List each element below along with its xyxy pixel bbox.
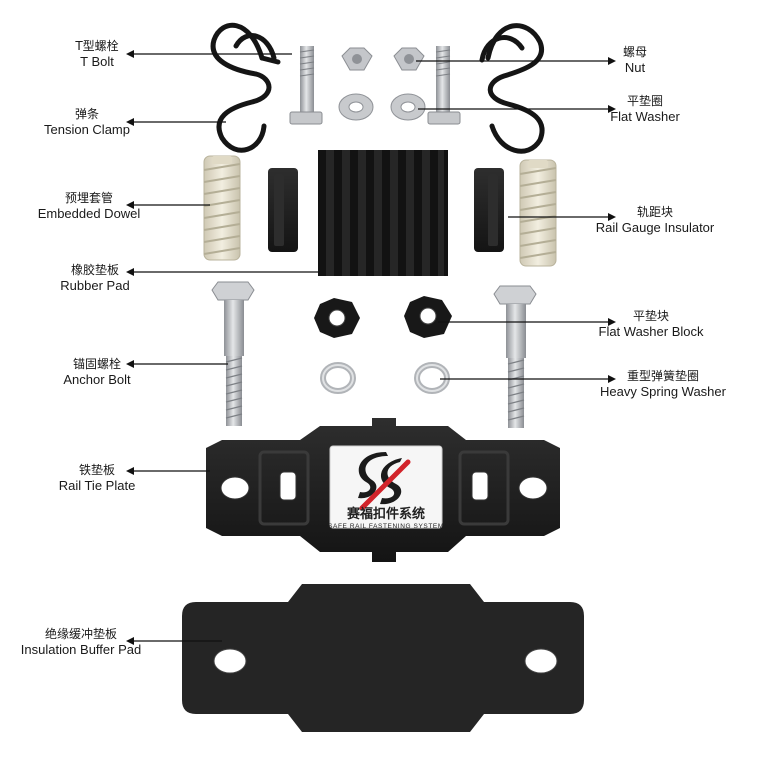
flat-washer-block-left [314, 298, 360, 338]
tension-clamp-left [210, 22, 281, 153]
heavy-spring-washer-right [414, 362, 450, 394]
label-t-bolt: T型螺栓 T Bolt [22, 38, 172, 70]
label-anchor-bolt-en: Anchor Bolt [63, 372, 131, 387]
label-insulation-buffer-pad-en: Insulation Buffer Pad [20, 642, 142, 657]
label-heavy-spring-washer-en: Heavy Spring Washer [600, 384, 726, 399]
label-rail-gauge-insulator: 轨距块 Rail Gauge Insulator [560, 204, 750, 236]
label-rubber-pad-en: Rubber Pad [60, 278, 130, 293]
label-flat-washer: 平垫圈 Flat Washer [550, 93, 740, 125]
rail-tie-plate: 赛福扣件系统 SAFE RAIL FASTENING SYSTEM [206, 418, 560, 562]
brand-mark [358, 452, 388, 499]
label-t-bolt-zh: T型螺栓 [75, 39, 119, 53]
insulation-buffer-pad [182, 584, 584, 732]
label-rubber-pad-zh: 橡胶垫板 [70, 263, 119, 277]
leader-arrowheads [126, 50, 616, 645]
label-embedded-dowel: 预埋套管 Embedded Dowel [14, 190, 164, 222]
label-anchor-bolt-zh: 锚固螺栓 [72, 357, 121, 371]
label-rail-tie-plate: 铁垫板 Rail Tie Plate [22, 462, 172, 494]
label-rubber-pad: 橡胶垫板 Rubber Pad [20, 262, 170, 294]
label-embedded-dowel-zh: 预埋套管 [64, 191, 113, 205]
label-tension-clamp-zh: 弹条 [74, 107, 99, 121]
label-rail-tie-plate-en: Rail Tie Plate [58, 478, 136, 493]
label-nut-en: Nut [624, 60, 646, 75]
t-bolt-left [289, 46, 323, 125]
embedded-dowel-right [519, 159, 557, 267]
label-nut: 螺母 Nut [540, 44, 730, 76]
label-heavy-spring-washer-zh: 重型弹簧垫圈 [626, 369, 699, 383]
label-flat-washer-block-en: Flat Washer Block [598, 324, 704, 339]
label-rail-gauge-insulator-zh: 轨距块 [636, 205, 673, 219]
label-flat-washer-en: Flat Washer [610, 109, 680, 124]
flat-washer-block-right [404, 296, 452, 338]
label-anchor-bolt: 锚固螺栓 Anchor Bolt [22, 356, 172, 388]
embedded-dowel-left [203, 155, 241, 261]
label-t-bolt-en: T Bolt [80, 54, 114, 69]
label-flat-washer-block: 平垫块 Flat Washer Block [556, 308, 746, 340]
label-insulation-buffer-pad-zh: 绝缘缓冲垫板 [44, 627, 117, 641]
rail-gauge-insulator-left [268, 168, 298, 252]
label-flat-washer-block-zh: 平垫块 [632, 309, 669, 323]
nut-right [393, 47, 425, 71]
label-flat-washer-zh: 平垫圈 [626, 94, 663, 108]
rail-gauge-insulator-right [474, 168, 504, 252]
flat-washer-right [390, 93, 426, 121]
rubber-pad [318, 150, 448, 276]
flat-washer-left [338, 93, 374, 121]
label-embedded-dowel-en: Embedded Dowel [37, 206, 141, 221]
label-nut-zh: 螺母 [622, 45, 647, 59]
sticker-title: 赛福扣件系统 [346, 506, 425, 522]
label-tension-clamp-en: Tension Clamp [44, 122, 130, 137]
sticker-subtitle: SAFE RAIL FASTENING SYSTEM [328, 523, 444, 530]
leader-lines [132, 53, 610, 642]
label-heavy-spring-washer: 重型弹簧垫圈 Heavy Spring Washer [568, 368, 758, 400]
label-rail-tie-plate-zh: 铁垫板 [78, 463, 115, 477]
anchor-bolt-left [211, 281, 255, 426]
heavy-spring-washer-left [320, 362, 356, 394]
anchor-bolt-right [493, 285, 537, 428]
label-insulation-buffer-pad: 绝缘缓冲垫板 Insulation Buffer Pad [6, 626, 156, 658]
label-rail-gauge-insulator-en: Rail Gauge Insulator [595, 220, 715, 235]
t-bolt-right [427, 46, 461, 125]
label-tension-clamp: 弹条 Tension Clamp [12, 106, 162, 138]
tension-clamp-right [479, 23, 545, 154]
nut-left [341, 47, 373, 71]
